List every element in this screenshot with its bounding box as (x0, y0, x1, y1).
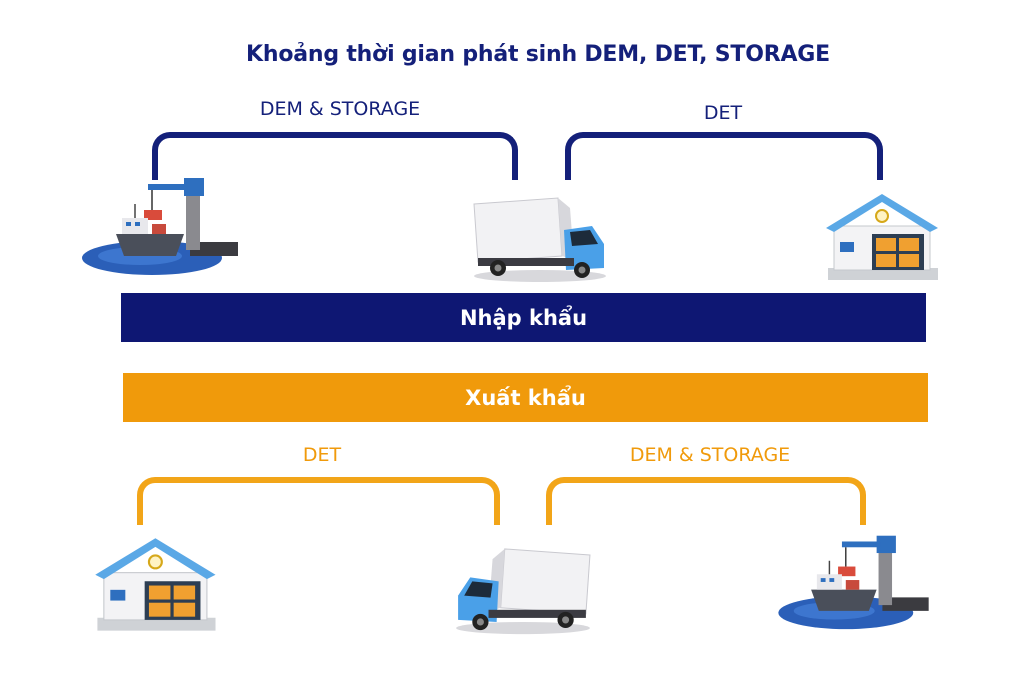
warehouse-icon (95, 538, 216, 631)
truck-icon (473, 197, 606, 282)
export-left-span-label: DET (302, 444, 342, 466)
export-left-bracket (137, 477, 500, 525)
export-right-bracket (546, 477, 866, 525)
import-right-bracket (565, 132, 883, 180)
truck-icon (456, 548, 591, 635)
warehouse-icon (826, 194, 938, 280)
import-bar: Nhập khẩu (121, 293, 926, 342)
import-left-span-label: DEM & STORAGE (259, 98, 421, 120)
port-ship-crane-icon (82, 178, 238, 275)
port-ship-crane-icon (778, 535, 929, 630)
diagram-title: Khoảng thời gian phát sinh DEM, DET, STO… (246, 42, 830, 67)
import-right-span-label: DET (703, 102, 743, 124)
export-right-span-label: DEM & STORAGE (629, 444, 791, 466)
import-left-bracket (152, 132, 518, 180)
export-bar: Xuất khẩu (123, 373, 928, 422)
